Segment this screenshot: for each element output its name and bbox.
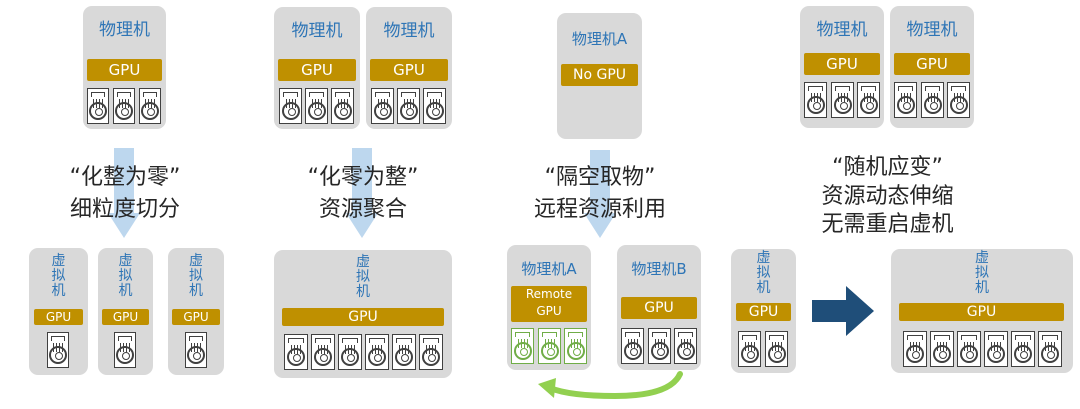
s3-physical-machine-a-top: 物理机A No GPU xyxy=(557,13,642,139)
s4-caption-title: “随机应变” xyxy=(832,155,943,180)
graphics-card-icon xyxy=(279,88,302,124)
graphics-card-icon xyxy=(371,88,394,124)
vm-title: 虚拟机 xyxy=(975,250,989,296)
graphics-card-icon xyxy=(930,331,954,367)
gpu-bar: GPU xyxy=(736,303,791,321)
s4-physical-machine-1: 物理机 GPU xyxy=(800,6,884,128)
s2-physical-machine-1: 物理机 GPU xyxy=(274,7,360,129)
gpu-bar: GPU xyxy=(102,309,149,325)
vm-title: 虚拟机 xyxy=(356,254,370,300)
graphics-card-icon xyxy=(947,82,970,118)
s2-caption-subtitle: 资源聚合 xyxy=(318,197,407,222)
physical-machine-title: 物理机 xyxy=(291,21,343,41)
physical-machine-title: 物理机 xyxy=(99,20,150,40)
graphics-card-icon xyxy=(957,331,981,367)
down-arrow-icon xyxy=(346,148,378,238)
gpu-bar: GPU xyxy=(282,308,444,326)
graphics-card-icon xyxy=(365,334,389,370)
graphics-card-icon xyxy=(984,331,1008,367)
graphics-card-icon xyxy=(113,88,135,124)
s4-physical-machine-2: 物理机 GPU xyxy=(890,6,974,128)
s1-virtual-machine-3: 虚拟机 GPU xyxy=(168,248,224,375)
s1-physical-machine: 物理机 GPU xyxy=(83,6,166,129)
gpu-bar: GPU xyxy=(621,297,697,319)
s4-caption-subtitle: 资源动态伸缩 xyxy=(821,184,954,209)
s1-virtual-machine-1: 虚拟机 GPU xyxy=(29,248,88,375)
gpu-bar: GPU xyxy=(87,59,162,81)
gpu-bar: GPU xyxy=(172,309,220,325)
s1-caption-subtitle: 细粒度切分 xyxy=(69,197,180,222)
graphics-card-icon xyxy=(419,334,443,370)
s2-virtual-machine: 虚拟机 GPU xyxy=(274,250,452,378)
s3-caption-title: “隔空取物” xyxy=(544,165,656,190)
s1-virtual-machine-2: 虚拟机 GPU xyxy=(98,248,153,375)
physical-machine-title: 物理机 xyxy=(906,20,958,40)
gpu-bar: GPU xyxy=(899,303,1064,321)
vm-title: 虚拟机 xyxy=(118,253,133,299)
curved-left-arrow-icon xyxy=(538,371,683,400)
graphics-card-icon xyxy=(831,82,854,118)
s3-caption-subtitle: 远程资源利用 xyxy=(533,197,666,222)
graphics-card-icon xyxy=(423,88,446,124)
physical-machine-title: 物理机A xyxy=(571,30,628,48)
graphics-card-icon xyxy=(331,88,354,124)
s2-physical-machine-2: 物理机 GPU xyxy=(366,7,452,129)
graphics-card-icon xyxy=(185,332,207,368)
graphics-card-icon xyxy=(903,331,927,367)
no-gpu-bar: No GPU xyxy=(561,64,638,86)
gpu-bar: GPU xyxy=(804,53,880,75)
graphics-card-icon xyxy=(621,328,644,364)
graphics-card-icon xyxy=(674,328,697,364)
down-arrow-icon xyxy=(108,148,140,238)
graphics-card-icon xyxy=(894,82,917,118)
graphics-card-icon xyxy=(648,328,671,364)
graphics-card-icon xyxy=(87,88,109,124)
s2-caption-title: “化零为整” xyxy=(307,165,419,190)
physical-machine-title: 物理机 xyxy=(383,21,435,41)
remote-graphics-card-icon xyxy=(564,328,587,364)
gpu-bar: GPU xyxy=(278,59,356,81)
graphics-card-icon xyxy=(139,88,161,124)
graphics-card-icon xyxy=(804,82,827,118)
graphics-card-icon xyxy=(114,332,136,368)
graphics-card-icon xyxy=(921,82,944,118)
gpu-bar: GPU xyxy=(894,53,970,75)
s1-caption-title: “化整为零” xyxy=(69,165,181,190)
s3-physical-machine-b: 物理机B GPU xyxy=(617,245,701,370)
down-arrow-icon xyxy=(584,150,616,238)
graphics-card-icon xyxy=(397,88,420,124)
s4-virtual-machine-after: 虚拟机 GPU xyxy=(891,249,1073,373)
vm-title: 虚拟机 xyxy=(51,253,66,299)
graphics-card-icon xyxy=(305,88,328,124)
graphics-card-icon xyxy=(47,332,69,368)
vm-title: 虚拟机 xyxy=(189,253,203,299)
physical-machine-title: 物理机 xyxy=(816,20,868,40)
graphics-card-icon xyxy=(311,334,335,370)
s4-virtual-machine-before: 虚拟机 GPU xyxy=(731,249,796,373)
s4-caption-note: 无需重启虚机 xyxy=(821,212,954,237)
graphics-card-icon xyxy=(392,334,416,370)
vm-title: 虚拟机 xyxy=(756,250,771,296)
remote-graphics-card-icon xyxy=(511,328,534,364)
remote-graphics-card-icon xyxy=(538,328,561,364)
graphics-card-icon xyxy=(857,82,880,118)
graphics-card-icon xyxy=(284,334,308,370)
physical-machine-title: 物理机B xyxy=(631,260,687,278)
graphics-card-icon xyxy=(1011,331,1035,367)
gpu-bar: GPU xyxy=(34,309,83,325)
graphics-card-icon xyxy=(738,331,761,367)
gpu-bar: GPU xyxy=(370,59,448,81)
right-arrow-icon xyxy=(812,286,874,336)
graphics-card-icon xyxy=(338,334,362,370)
physical-machine-title: 物理机A xyxy=(521,260,577,278)
graphics-card-icon xyxy=(1038,331,1062,367)
graphics-card-icon xyxy=(765,331,788,367)
